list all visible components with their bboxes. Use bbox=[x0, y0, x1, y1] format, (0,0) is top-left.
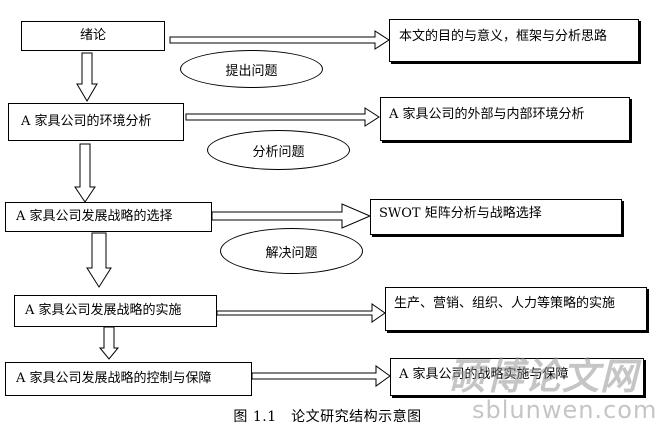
down-arrow-1 bbox=[76, 52, 98, 102]
right-arrow-4 bbox=[216, 303, 386, 323]
right-box-4-label: 生产、营销、组织、人力等策略的实施 bbox=[394, 296, 616, 311]
oval-analyze-problem-label: 分析问题 bbox=[252, 144, 305, 160]
oval-raise-problem-label: 提出问题 bbox=[225, 63, 278, 79]
right-box-3: SWOT 矩阵分析与战略选择 bbox=[370, 199, 622, 235]
right-box-5: A 家具公司的战略实施与保障 bbox=[390, 358, 644, 396]
left-step-5-label: A 家具公司发展战略的控制与保障 bbox=[16, 371, 212, 387]
left-step-1: 绪论 bbox=[21, 21, 165, 51]
oval-solve-problem: 解决问题 bbox=[220, 228, 363, 274]
left-step-2: A 家具公司的环境分析 bbox=[8, 103, 184, 141]
right-arrow-1 bbox=[169, 30, 390, 50]
oval-solve-problem-label: 解决问题 bbox=[265, 245, 318, 261]
right-arrow-5 bbox=[251, 365, 391, 387]
oval-raise-problem: 提出问题 bbox=[180, 50, 323, 88]
left-step-3-label: A 家具公司发展战略的选择 bbox=[16, 209, 173, 225]
down-arrow-2 bbox=[74, 143, 96, 203]
down-arrow-3 bbox=[86, 232, 112, 288]
right-arrow-3 bbox=[211, 203, 372, 229]
right-box-5-label: A 家具公司的战略实施与保障 bbox=[399, 367, 569, 382]
watermark-text: 硕博论文网 bbox=[448, 354, 638, 398]
left-step-4-label: A 家具公司发展战略的实施 bbox=[25, 303, 182, 319]
right-arrow-2 bbox=[185, 107, 380, 127]
left-step-5: A 家具公司发展战略的控制与保障 bbox=[5, 362, 252, 396]
right-box-2: A 家具公司的外部与内部环境分析 bbox=[380, 97, 630, 141]
left-step-3: A 家具公司发展战略的选择 bbox=[5, 202, 212, 232]
right-box-2-label: A 家具公司的外部与内部环境分析 bbox=[389, 107, 585, 122]
oval-analyze-problem: 分析问题 bbox=[207, 130, 350, 170]
right-box-1: 本文的目的与意义，框架与分析思路 bbox=[389, 19, 639, 62]
down-arrow-4 bbox=[98, 326, 120, 360]
right-box-3-label: SWOT 矩阵分析与战略选择 bbox=[379, 206, 542, 221]
left-step-2-label: A 家具公司的环境分析 bbox=[21, 114, 152, 130]
left-step-4: A 家具公司发展战略的实施 bbox=[14, 295, 217, 327]
watermark-url: sblunwen.com bbox=[472, 396, 655, 424]
right-box-1-label: 本文的目的与意义，框架与分析思路 bbox=[399, 29, 608, 44]
right-box-4: 生产、营销、组织、人力等策略的实施 bbox=[385, 287, 647, 331]
left-step-1-label: 绪论 bbox=[79, 28, 106, 44]
figure-caption: 图 1.1 论文研究结构示意图 bbox=[233, 409, 422, 425]
